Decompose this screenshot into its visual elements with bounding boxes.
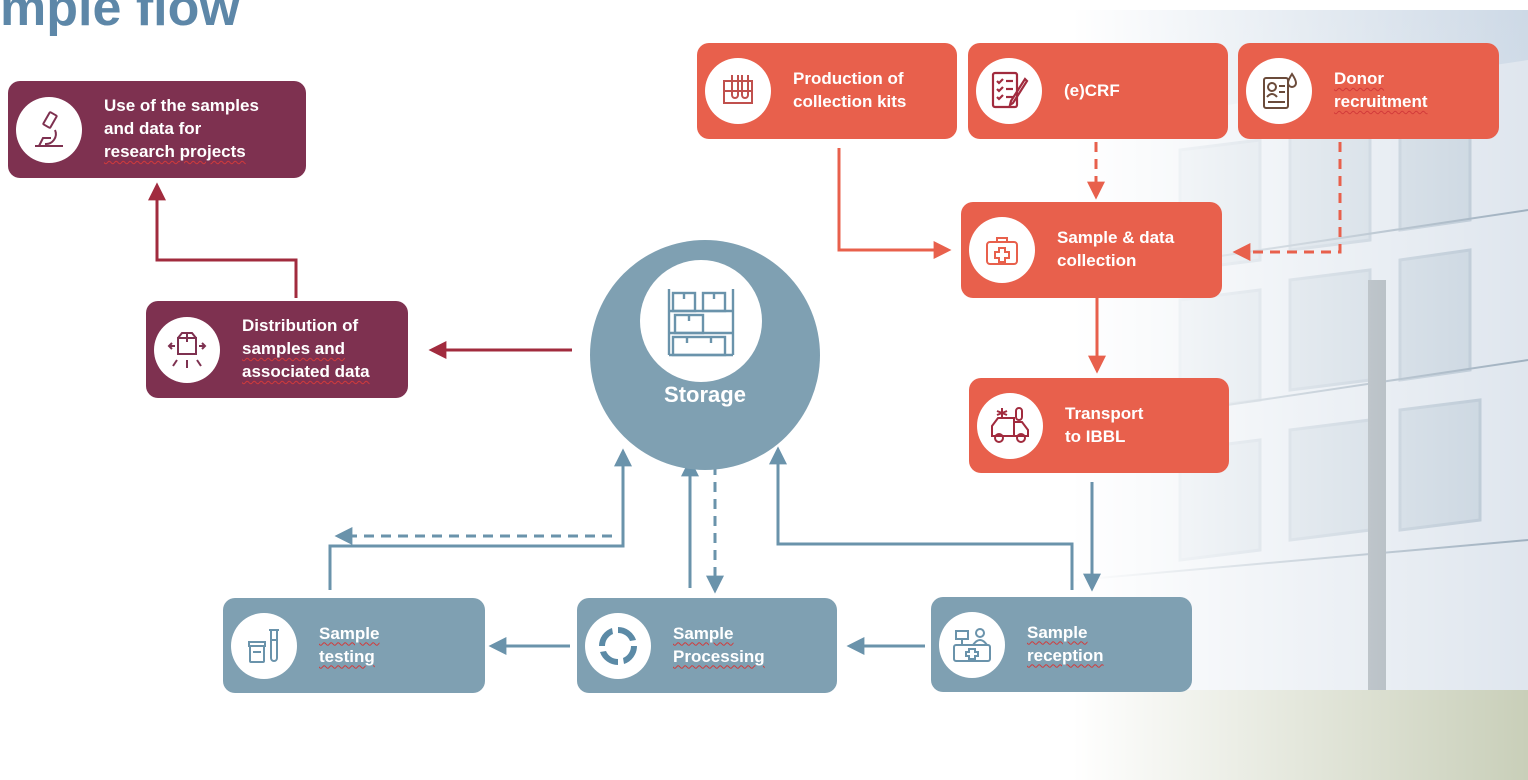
node-label-line: Sample	[673, 623, 734, 643]
node-label-line: associated data	[242, 361, 370, 381]
node-label-line: Distribution of	[242, 316, 359, 336]
node-sample-reception: Sample reception	[931, 597, 1192, 692]
node-storage: Storage	[590, 240, 820, 470]
node-label-line: research projects	[104, 141, 246, 161]
node-label-line: (e)CRF	[1064, 80, 1120, 100]
node-label-line: and data for	[104, 119, 202, 139]
node-label-line: samples and	[242, 339, 345, 359]
storage-shelves-icon	[640, 260, 762, 382]
cycle-arrows-icon	[585, 612, 651, 679]
node-label-line: recruitment	[1334, 92, 1428, 111]
page-title: mple flow	[0, 0, 240, 37]
node-sample-testing: Sample testing	[223, 598, 485, 693]
lab-testing-icon	[231, 612, 297, 679]
reception-desk-icon	[939, 611, 1005, 678]
node-label-line: testing	[319, 646, 375, 666]
checklist-pen-icon	[976, 58, 1042, 124]
node-label-line: Donor	[1334, 69, 1385, 89]
storage-label: Storage	[664, 382, 746, 407]
cold-transport-van-icon	[977, 392, 1043, 459]
box-distribution-icon	[154, 316, 220, 383]
arrow-testing-to-storage	[328, 448, 632, 590]
arrow-production-to-collection	[837, 148, 952, 259]
node-label-line: Sample & data	[1057, 228, 1175, 248]
arrow-distribution-to-research	[148, 182, 298, 298]
node-donor-recruitment: Donor recruitment	[1238, 43, 1499, 139]
node-label-line: Use of the samples	[104, 96, 259, 116]
node-label-line: collection	[1057, 251, 1137, 270]
node-label-line: to IBBL	[1065, 426, 1126, 446]
node-transport-to-ibbl: Transport to IBBL	[969, 378, 1229, 473]
node-label-line: Processing	[673, 646, 765, 666]
node-label-line: Transport	[1065, 403, 1144, 423]
node-label-line: Production of	[793, 69, 904, 89]
node-label-line: collection kits	[793, 92, 907, 111]
test-tubes-icon	[705, 58, 771, 124]
medical-kit-icon	[969, 217, 1035, 283]
node-label-line: reception	[1027, 645, 1104, 665]
node-label-line: Sample	[319, 623, 380, 643]
node-production-of-collection-kits: Production of collection kits	[697, 43, 957, 139]
donor-card-icon	[1246, 58, 1312, 124]
node-ecrf: (e)CRF	[968, 43, 1228, 139]
node-sample-and-data-collection: Sample & data collection	[961, 202, 1222, 298]
node-label-line: Sample	[1027, 622, 1088, 642]
arrow-donor-to-collection	[1232, 142, 1342, 261]
microscope-icon	[16, 96, 82, 163]
arrow-reception-to-storage	[769, 446, 1074, 590]
